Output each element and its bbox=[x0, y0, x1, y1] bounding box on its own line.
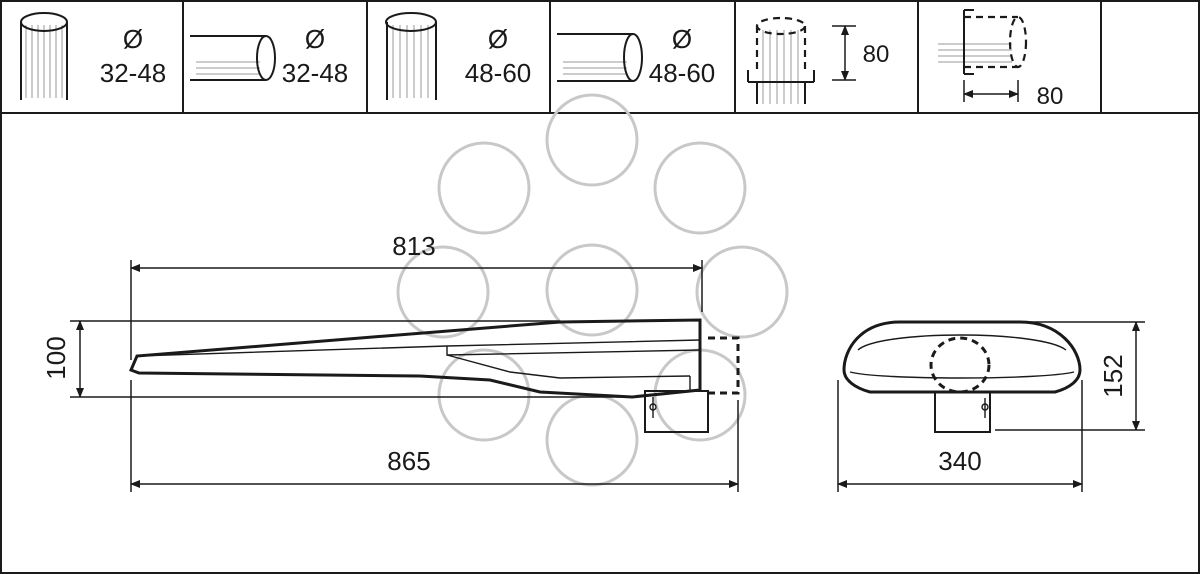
width-value: 340 bbox=[938, 446, 981, 476]
diameter-symbol: Ø bbox=[488, 24, 508, 54]
horizontal-arm-icon bbox=[557, 33, 643, 82]
luminaire-front-view bbox=[842, 320, 1082, 433]
horizontal-arm-icon bbox=[190, 35, 276, 81]
side-view-dimensions: 813 865 100 bbox=[41, 231, 739, 492]
mounting-option-horizontal-32-48[interactable]: Ø 32-48 bbox=[190, 24, 348, 88]
diameter-symbol: Ø bbox=[672, 24, 692, 54]
depth-value: 80 bbox=[863, 41, 890, 68]
vertical-pole-icon bbox=[20, 12, 68, 100]
luminaire-side-mount bbox=[644, 390, 709, 433]
pole-entry-circle bbox=[929, 336, 991, 394]
post-top-entry-icon bbox=[747, 16, 815, 104]
mounting-option-vertical-32-48[interactable]: Ø 32-48 bbox=[20, 12, 167, 100]
side-entry-spigot bbox=[708, 336, 740, 395]
front-height-value: 152 bbox=[1098, 354, 1128, 397]
total-length-value: 865 bbox=[387, 446, 430, 476]
mounting-option-post-top-80[interactable]: 80 bbox=[747, 16, 890, 104]
diameter-symbol: Ø bbox=[123, 24, 143, 54]
diameter-range: 48-60 bbox=[465, 58, 532, 88]
height-value: 100 bbox=[41, 336, 71, 379]
luminaire-front-body bbox=[842, 320, 1082, 394]
vertical-pole-icon bbox=[385, 12, 437, 100]
luminaire-front-mount bbox=[934, 391, 991, 433]
inner-length-value: 813 bbox=[392, 231, 435, 261]
logo-watermark-icon bbox=[396, 93, 789, 487]
mounting-options-strip bbox=[1, 1, 1199, 114]
luminaire-side-body bbox=[129, 318, 702, 399]
mounting-option-vertical-48-60[interactable]: Ø 48-60 bbox=[385, 12, 532, 100]
depth-value: 80 bbox=[1037, 83, 1064, 110]
diameter-range: 48-60 bbox=[649, 58, 716, 88]
diameter-range: 32-48 bbox=[282, 58, 349, 88]
diameter-range: 32-48 bbox=[100, 58, 167, 88]
front-view-dimensions: 340 152 bbox=[837, 321, 1145, 492]
diameter-symbol: Ø bbox=[305, 24, 325, 54]
side-entry-icon bbox=[938, 9, 1028, 75]
mounting-option-horizontal-48-60[interactable]: Ø 48-60 bbox=[557, 24, 715, 88]
mounting-option-side-entry-80[interactable]: 80 bbox=[938, 9, 1064, 110]
